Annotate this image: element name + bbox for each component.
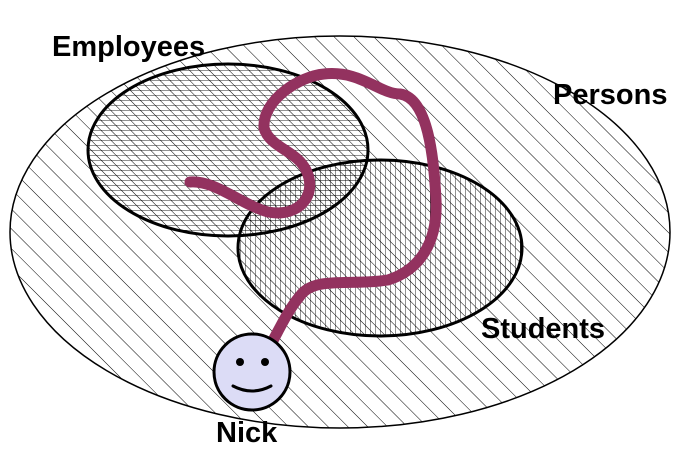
nick-label: Nick <box>216 417 278 449</box>
face-circle <box>214 334 290 410</box>
employees-label: Employees <box>52 31 205 63</box>
persons-label: Persons <box>553 79 667 111</box>
students-label: Students <box>481 313 605 345</box>
left-eye <box>236 358 244 366</box>
smiley-face-icon <box>214 334 290 410</box>
right-eye <box>261 358 269 366</box>
